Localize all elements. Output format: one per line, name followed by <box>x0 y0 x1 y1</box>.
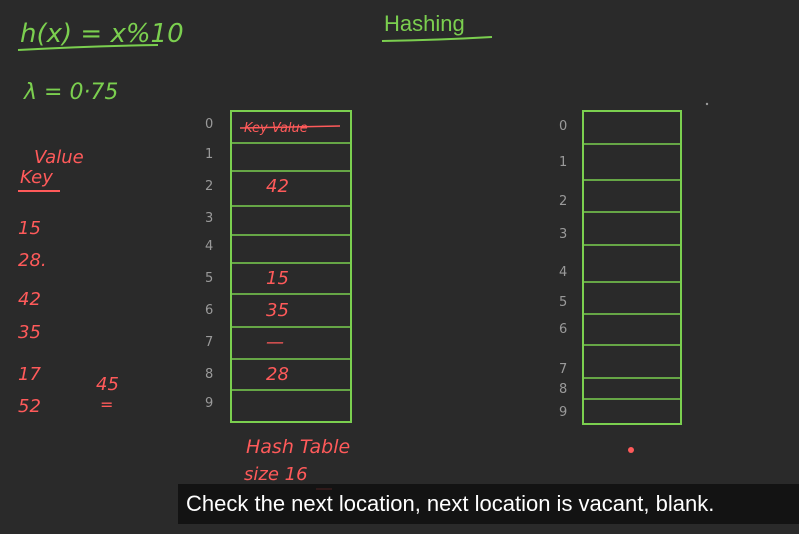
slot-index: 5 <box>559 295 567 310</box>
slot-value: 28 <box>266 364 289 385</box>
slot-index: 2 <box>205 179 213 194</box>
hash-formula: h(x) = x%10 <box>20 19 184 49</box>
slot-index: 4 <box>559 265 567 280</box>
slot-index: 6 <box>205 303 213 318</box>
slot-index: 3 <box>559 227 567 242</box>
table1-header: Key Value <box>244 121 308 136</box>
formula-underline <box>17 44 159 51</box>
slot-index: 7 <box>205 335 213 350</box>
slot-index: 1 <box>205 147 213 162</box>
key-item: 28. <box>18 250 47 271</box>
video-subtitle: Check the next location, next location i… <box>178 484 799 524</box>
slot-value: — <box>266 332 284 353</box>
header-value: Value <box>34 147 84 168</box>
slot-index: 8 <box>205 367 213 382</box>
slot-index: 3 <box>205 211 213 226</box>
slot-index: 4 <box>205 239 213 254</box>
slot-index: 6 <box>559 322 567 337</box>
hash-table-1 <box>230 110 352 423</box>
dot-mark <box>628 447 634 453</box>
slot-index: 0 <box>559 119 567 134</box>
key-item: 52 <box>18 396 41 417</box>
slot-value: 15 <box>266 268 289 289</box>
load-factor: λ = 0·75 <box>23 80 118 105</box>
slot-index: 8 <box>559 382 567 397</box>
title-underline <box>381 36 493 42</box>
dot-mark-small <box>705 102 709 106</box>
side-mark: = <box>100 395 113 414</box>
slot-index: 9 <box>205 396 213 411</box>
key-item: 42 <box>18 289 41 310</box>
slot-value: 42 <box>266 176 289 197</box>
slot-index: 9 <box>559 405 567 420</box>
header-strike <box>239 125 341 129</box>
slot-index: 1 <box>559 155 567 170</box>
slot-value: 35 <box>266 300 289 321</box>
table-size: size 16 <box>244 464 308 485</box>
key-item: 15 <box>18 218 41 239</box>
slot-index: 0 <box>205 117 213 132</box>
slot-index: 7 <box>559 362 567 377</box>
table-caption: Hash Table <box>246 436 350 458</box>
side-note: 45 <box>96 374 119 395</box>
slot-index: 2 <box>559 194 567 209</box>
slot-index: 5 <box>205 271 213 286</box>
hash-table-2 <box>582 110 682 425</box>
key-item: 35 <box>18 322 41 343</box>
header-key: Key <box>20 167 53 188</box>
page-title: Hashing <box>384 11 465 36</box>
key-item: 17 <box>18 364 41 385</box>
